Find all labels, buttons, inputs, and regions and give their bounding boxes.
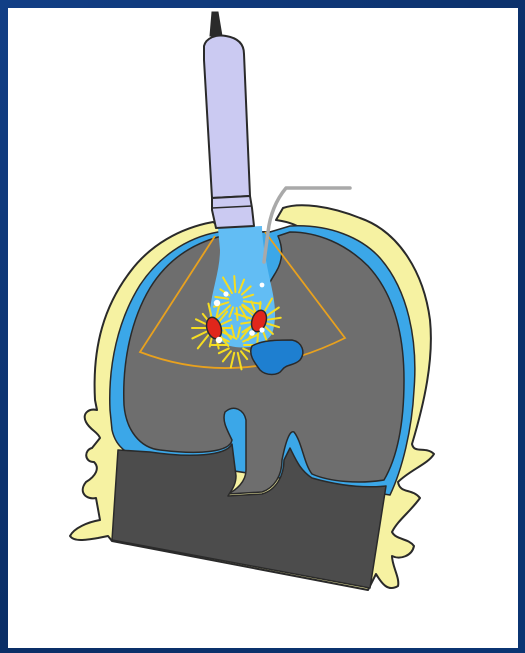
- bubble: [216, 337, 222, 343]
- burst-ray: [234, 276, 235, 292]
- ultrasound-probe-icon: [204, 12, 254, 228]
- bubble: [223, 291, 228, 296]
- bubble: [260, 283, 265, 288]
- bubble: [249, 330, 255, 336]
- bubble: [214, 300, 220, 306]
- burst-ray: [237, 308, 238, 320]
- bubble: [259, 327, 264, 332]
